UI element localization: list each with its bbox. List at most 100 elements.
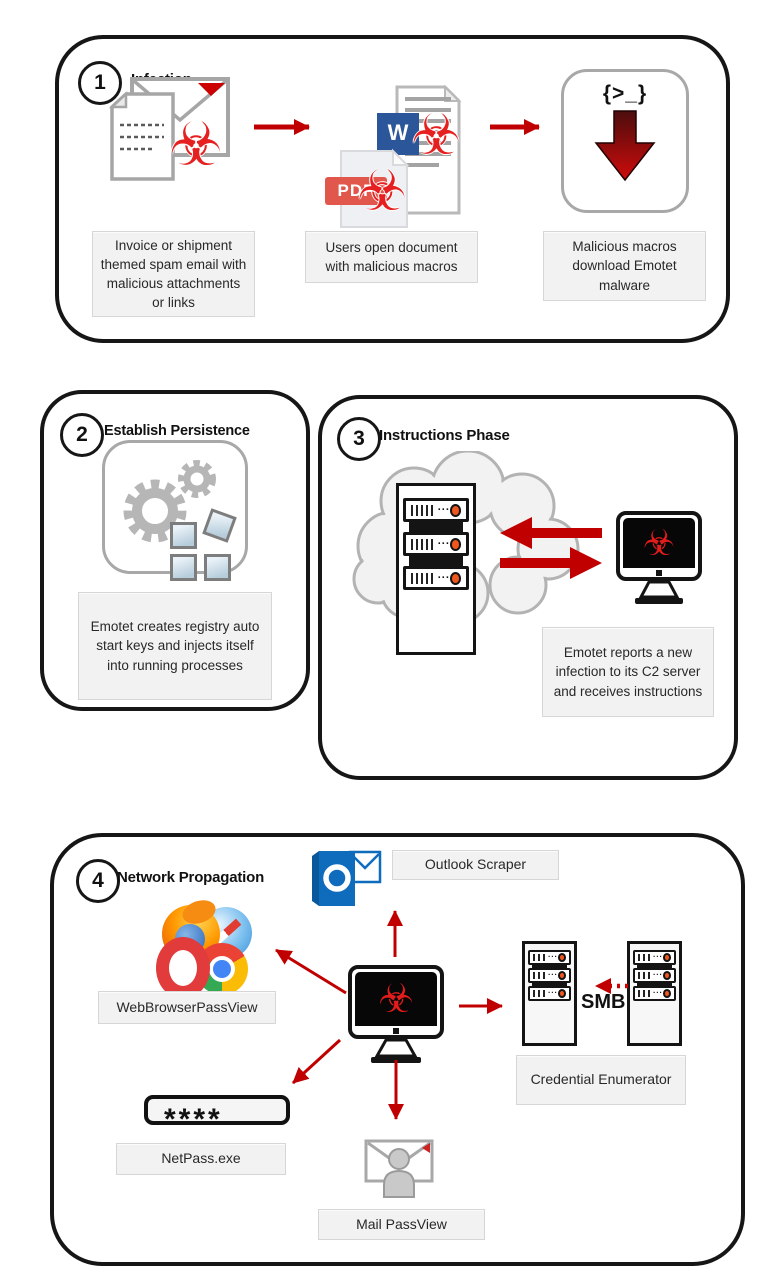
panel4-title: Network Propagation [117, 869, 265, 886]
server-dots: ... [548, 968, 558, 977]
arrow-to-credential-enumerator [459, 998, 503, 1014]
biohazard-icon: ☣ [378, 977, 414, 1021]
panel-instructions-phase: 3 Instructions Phase ... ... .. [318, 395, 738, 780]
server-led [557, 953, 566, 962]
server-unit: ... [528, 986, 571, 1001]
label-netpass: NetPass.exe [116, 1143, 286, 1175]
server-led [557, 971, 566, 980]
arrow-email-to-docs [254, 119, 310, 135]
terminal-download-icon: {>_} [561, 69, 689, 213]
server-led [662, 971, 671, 980]
monitor-camera-dot [656, 569, 662, 576]
network-host-icon: ... ... ... [627, 941, 682, 1046]
processes-icon-box [102, 440, 248, 574]
process-square-icon [170, 554, 197, 581]
process-square-icon [204, 554, 231, 581]
server-led [662, 953, 671, 962]
server-vents [638, 954, 651, 961]
server-vents [411, 572, 435, 584]
server-vents [638, 972, 651, 979]
server-vents [411, 504, 435, 516]
label-outlook-scraper: Outlook Scraper [392, 850, 559, 880]
label-mail-passview: Mail PassView [318, 1209, 485, 1240]
caption-macros-download: Malicious macros download Emotet malware [543, 231, 706, 301]
server-vents [533, 990, 546, 997]
server-unit: ... [528, 968, 571, 983]
server-unit: ... [403, 532, 469, 556]
server-led [662, 989, 671, 998]
server-vents [533, 972, 546, 979]
arrow-to-outlook [387, 910, 403, 957]
server-unit: ... [633, 986, 676, 1001]
c2-server-icon: ... ... ... [396, 483, 476, 655]
server-dots: ... [437, 535, 450, 547]
smb-label: SMB [581, 991, 626, 1013]
server-unit: ... [403, 498, 469, 522]
panel3-title: Instructions Phase [379, 427, 510, 444]
server-dots: ... [548, 986, 558, 995]
server-unit: ... [528, 950, 571, 965]
monitor-camera-dot [393, 1027, 399, 1034]
pdf-label: PDF [337, 181, 375, 200]
step-number-1: 1 [78, 61, 122, 105]
panel2-title: Establish Persistence [104, 423, 250, 439]
server-rack-bar [532, 981, 567, 988]
arrow-to-browsers [275, 948, 347, 995]
caption-open-document: Users open document with malicious macro… [305, 231, 478, 283]
step-number-2: 2 [60, 413, 104, 457]
biohazard-icon: ☣ [169, 111, 223, 178]
caption-spam-email: Invoice or shipment themed spam email wi… [92, 231, 255, 317]
server-dots: ... [437, 569, 450, 581]
server-dots: ... [653, 986, 663, 995]
envelope-document-icon [108, 77, 230, 181]
mail-passview-icon [364, 1133, 436, 1199]
server-unit: ... [403, 566, 469, 590]
gears-icon [123, 460, 216, 543]
arrow-docs-to-macros [490, 119, 540, 135]
caption-persistence: Emotet creates registry auto start keys … [78, 592, 272, 700]
server-dots: ... [548, 950, 558, 959]
infected-computer-icon: ☣ [348, 965, 444, 1065]
chrome-center [213, 960, 231, 978]
server-dots: ... [437, 501, 450, 513]
server-vents [411, 538, 435, 550]
biohazard-icon: ☣ [411, 103, 462, 166]
arrow-to-c2-server [500, 517, 602, 549]
server-rack-bar [409, 554, 463, 568]
server-rack-bar [532, 963, 567, 970]
server-rack-bar [637, 981, 672, 988]
password-field-icon: **** [144, 1095, 290, 1136]
download-arrow-icon [594, 110, 656, 182]
network-host-icon: ... ... ... [522, 941, 577, 1046]
smb-dotted-arrow [595, 978, 628, 994]
server-vents [533, 954, 546, 961]
password-mask: **** [164, 1103, 223, 1136]
server-dots: ... [653, 950, 663, 959]
arrow-to-netpass [291, 1038, 342, 1085]
arrow-to-infected-host [500, 547, 602, 579]
panel-network-propagation: 4 Network Propagation Outlook Scraper We… [50, 833, 745, 1266]
word-letter: W [387, 120, 409, 145]
spam-email-icon: ☣ [99, 75, 245, 187]
step-number-3: 3 [337, 417, 381, 461]
server-unit: ... [633, 968, 676, 983]
monitor-stand [635, 581, 683, 604]
label-credential-enumerator: Credential Enumerator [516, 1055, 686, 1105]
infected-computer-icon: ☣ [616, 511, 702, 605]
server-rack-bar [637, 963, 672, 970]
server-led [449, 503, 461, 517]
panel-establish-persistence: 2 Establish Persistence Emotet creates r… [40, 390, 310, 711]
terminal-prompt: {>_} [602, 82, 648, 105]
server-rack-bar [409, 520, 463, 534]
arrow-to-mailpassview [388, 1060, 404, 1120]
label-webbrowserpassview: WebBrowserPassView [98, 991, 276, 1024]
server-led [449, 571, 461, 585]
server-unit: ... [633, 950, 676, 965]
firefox-flame [179, 896, 219, 928]
monitor-stand [371, 1039, 421, 1063]
caption-c2-report: Emotet reports a new infection to its C2… [542, 627, 714, 717]
server-led [449, 537, 461, 551]
opera-icon [156, 937, 210, 999]
step-number-4: 4 [76, 859, 120, 903]
panel-infection: 1 Infection ☣ [55, 35, 730, 343]
